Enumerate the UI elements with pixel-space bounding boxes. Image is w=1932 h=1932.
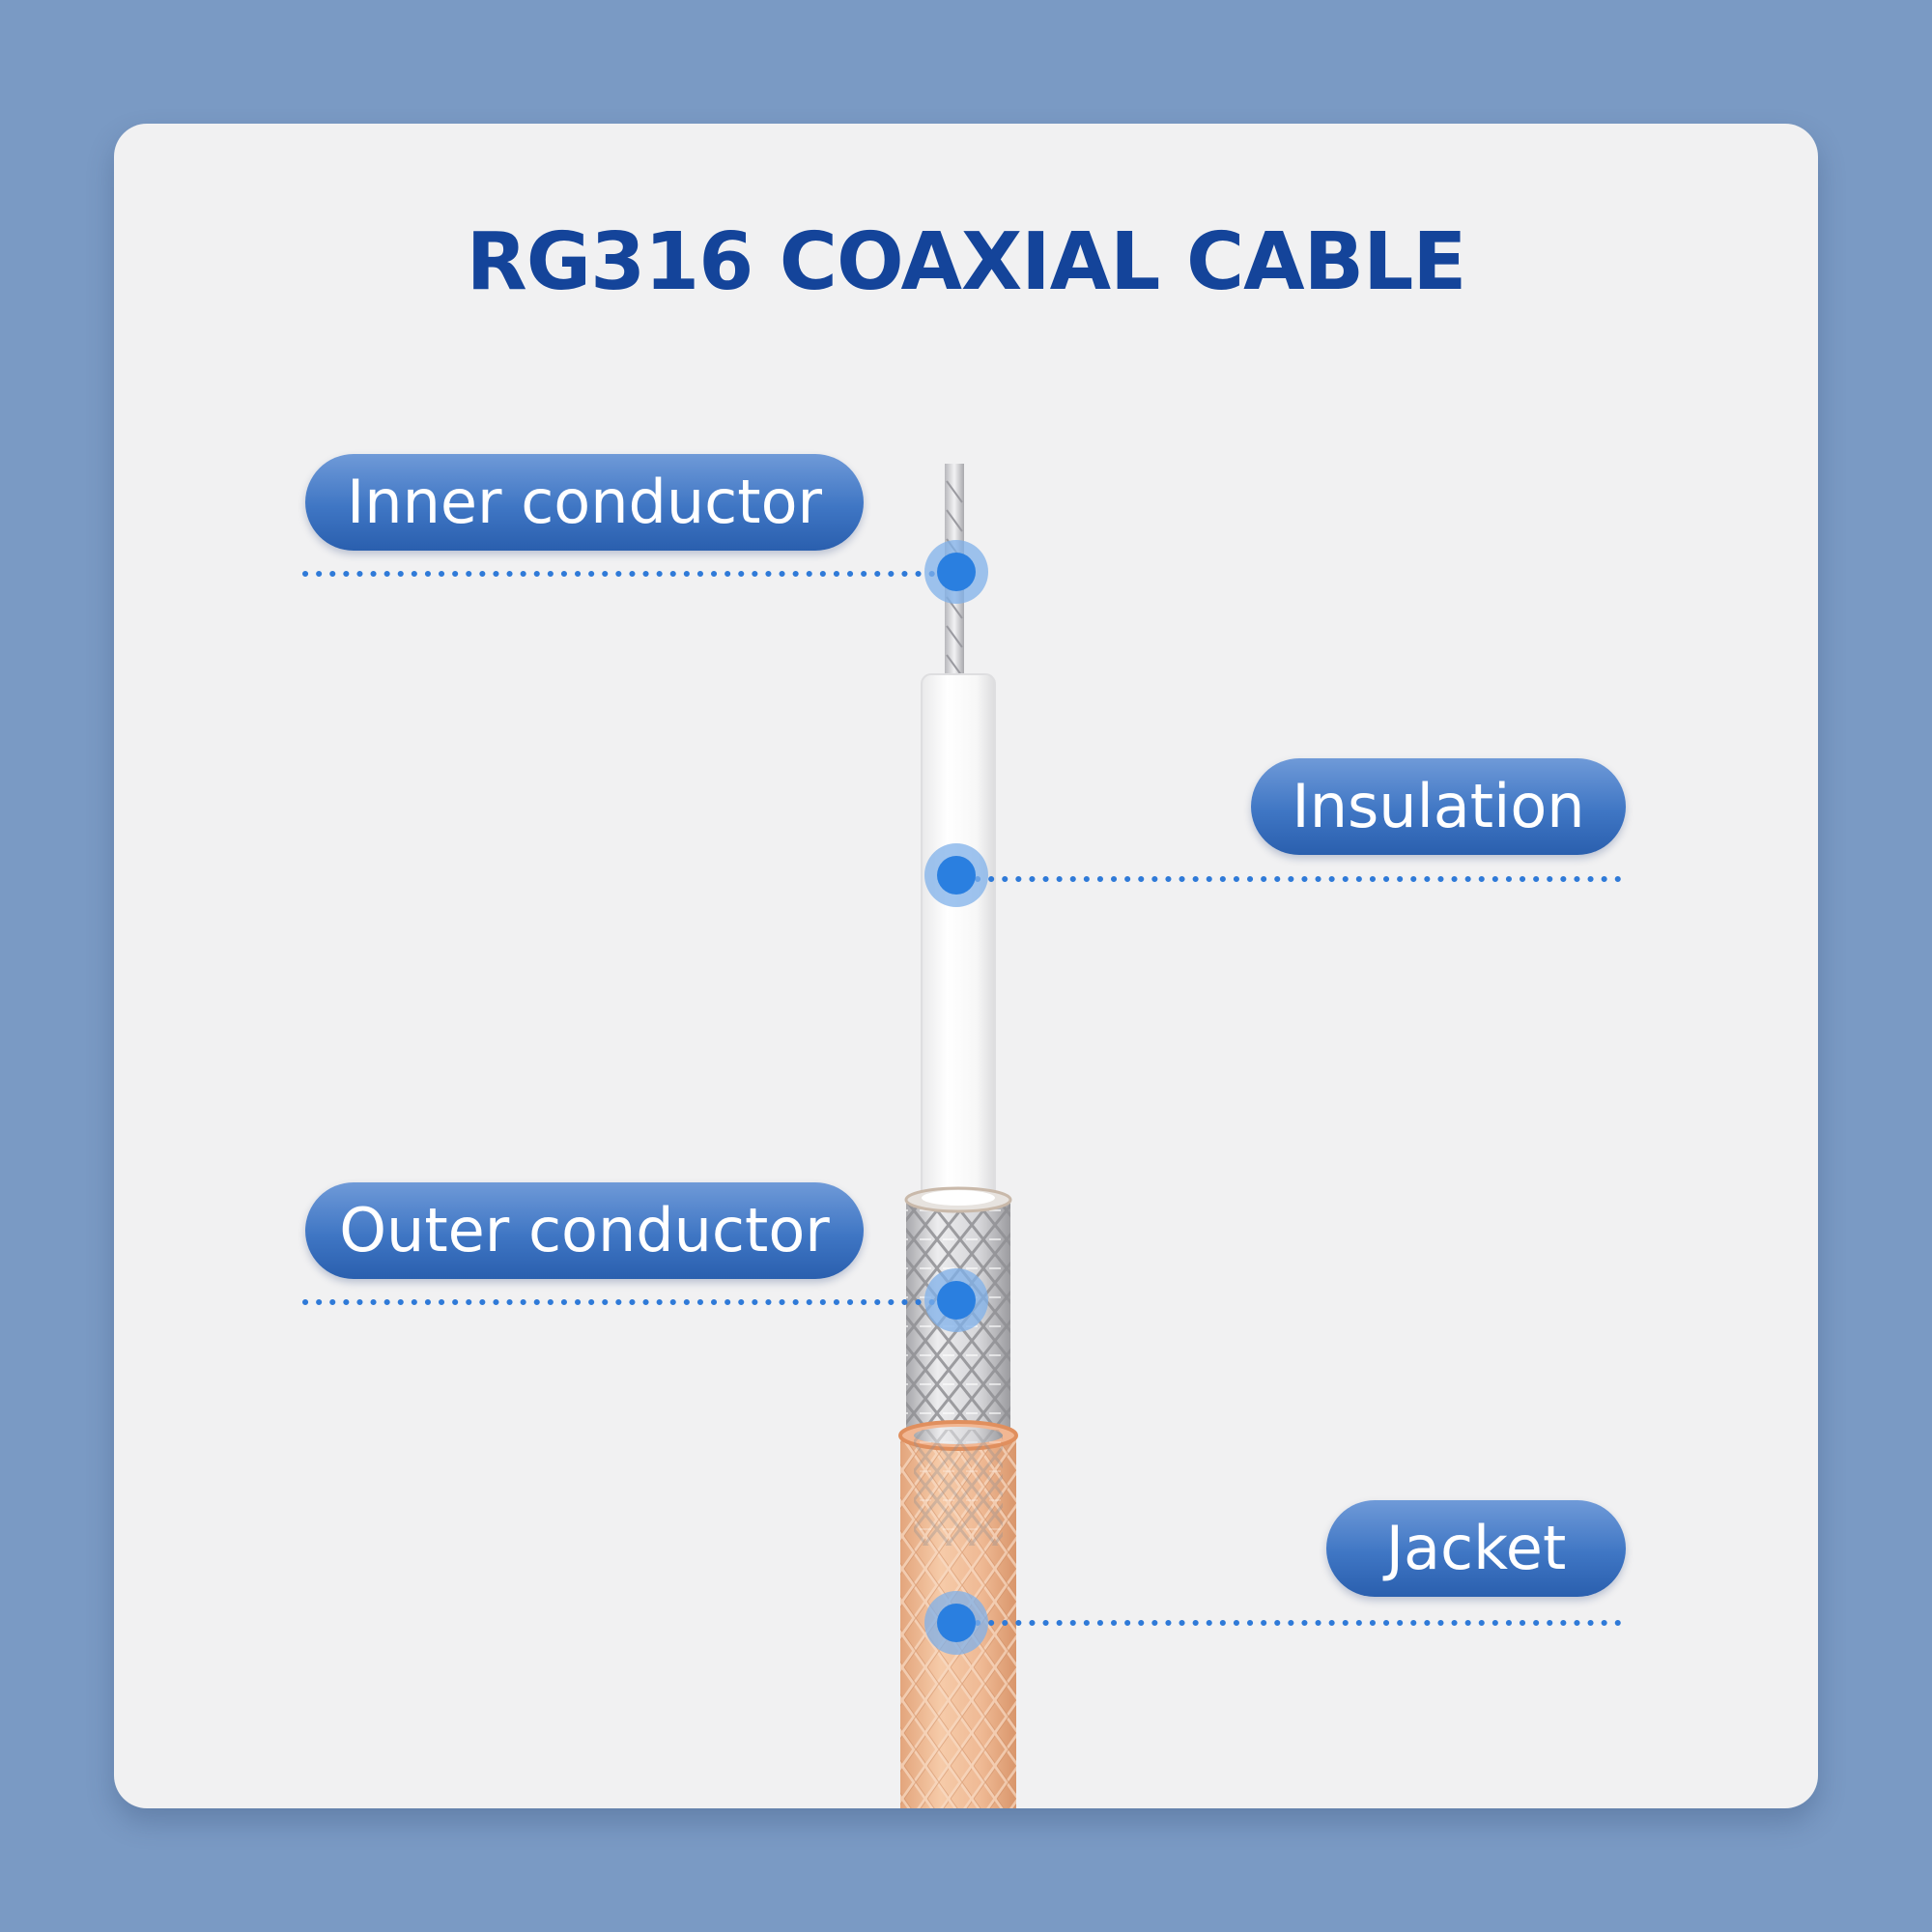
outer-conductor-marker [924, 1268, 988, 1332]
insulation-layer [921, 673, 996, 1216]
page-title: RG316 COAXIAL CABLE [466, 216, 1467, 308]
diagram-card: RG316 COAXIAL CABLE [114, 124, 1818, 1808]
jacket-label: Jacket [1326, 1500, 1626, 1597]
jacket-marker [924, 1591, 988, 1655]
insulation-marker [924, 843, 988, 907]
outer-conductor-label: Outer conductor [305, 1182, 864, 1279]
cable-diagram [302, 464, 1628, 1808]
insulation-label: Insulation [1251, 758, 1626, 855]
inner-conductor-marker [924, 540, 988, 604]
inner-conductor-label: Inner conductor [305, 454, 864, 551]
